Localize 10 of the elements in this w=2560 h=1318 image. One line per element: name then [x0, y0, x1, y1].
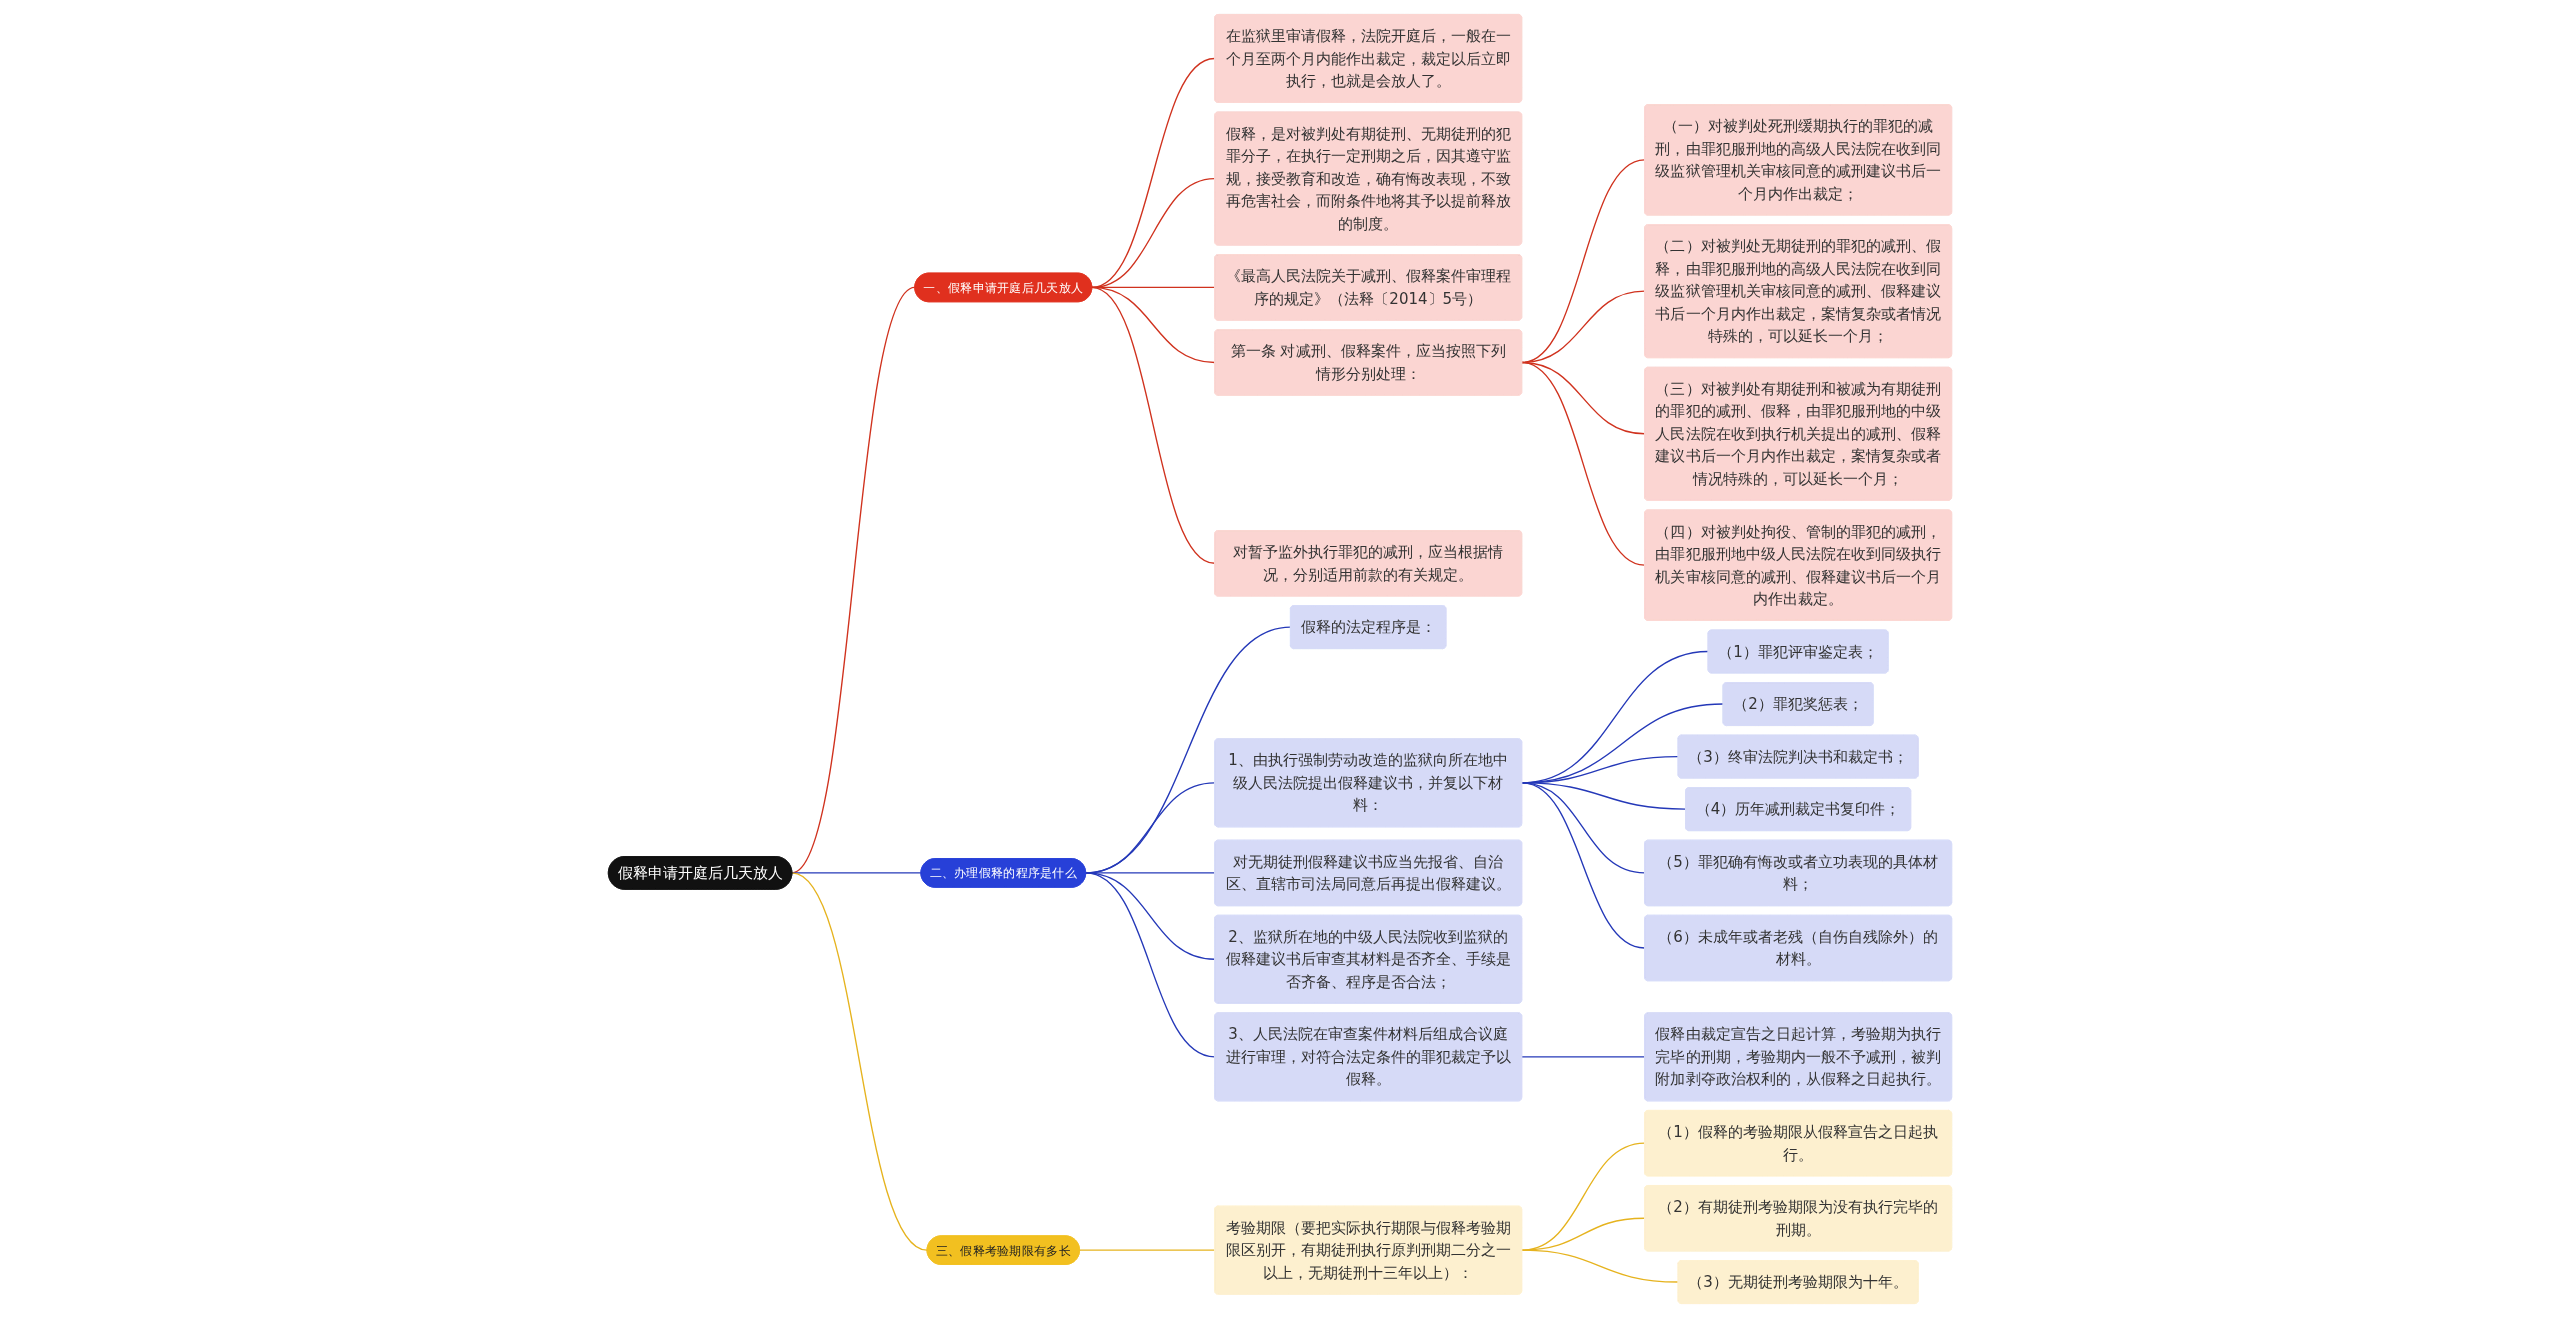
connector — [1521, 782, 1646, 949]
connector — [1521, 1056, 1646, 1058]
connector — [1521, 1249, 1679, 1283]
connector — [1091, 57, 1216, 289]
connector — [1091, 286, 1216, 564]
connector — [791, 872, 928, 1251]
connector — [1521, 361, 1646, 566]
connector — [791, 872, 922, 874]
connector — [1085, 872, 1216, 1058]
connector — [1078, 1249, 1216, 1251]
